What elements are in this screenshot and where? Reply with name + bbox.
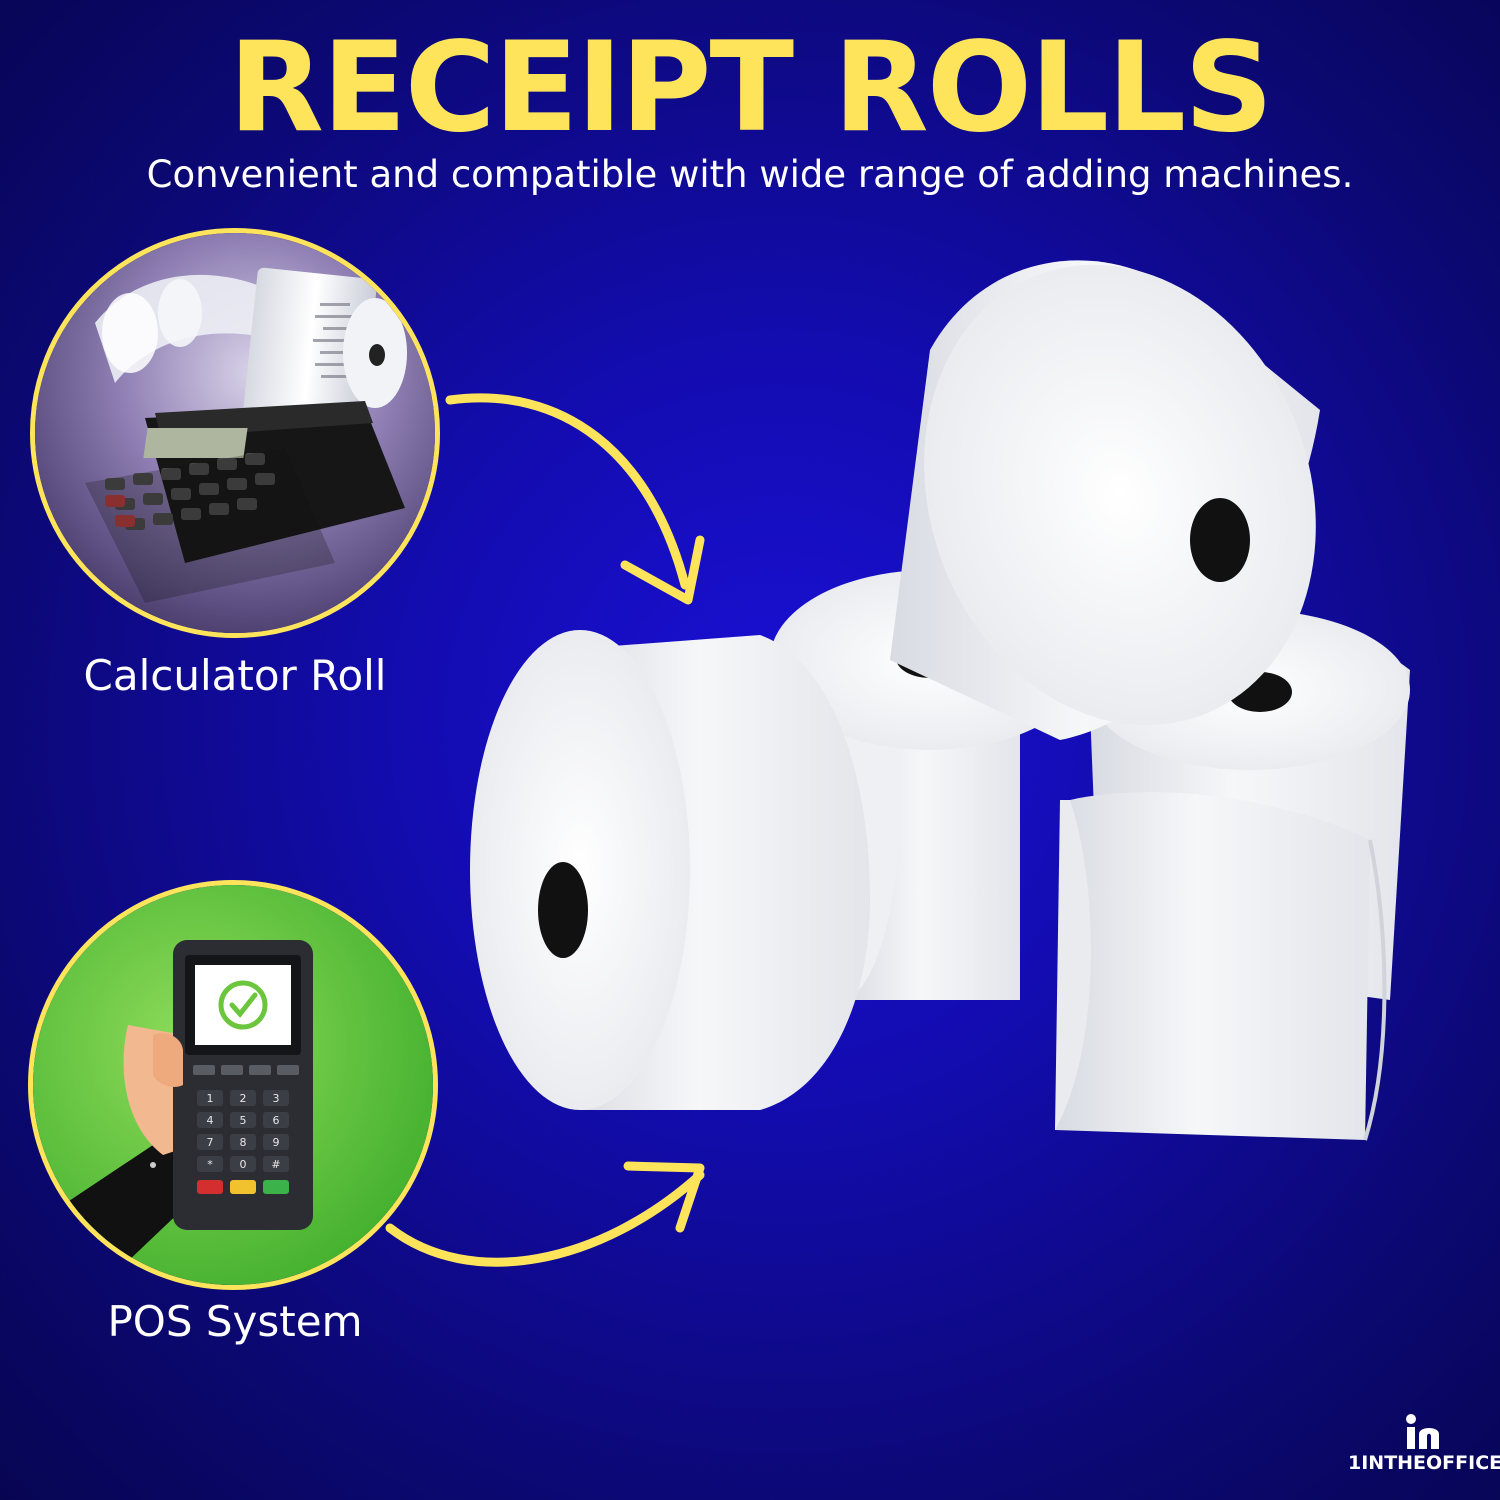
calculator-printer-icon [35,233,435,633]
receipt-roll [890,260,1320,740]
curved-arrow-icon [385,1170,705,1267]
pos-system-image: 1 2 3 4 5 6 7 8 9 * 0 # [28,880,438,1290]
receipt-roll [1055,792,1387,1141]
pos-key: 1 [207,1092,214,1105]
page-title: RECEIPT ROLLS [228,16,1274,160]
pos-key: 8 [240,1136,247,1149]
pos-key: * [207,1158,213,1171]
pos-key: 9 [273,1136,280,1149]
pos-key: 6 [273,1114,280,1127]
brand-name: 1INTHEOFFICE [1348,1452,1500,1474]
arrowhead-icon [620,535,705,605]
page-subtitle: Convenient and compatible with wide rang… [146,153,1354,196]
receipt-roll [470,630,870,1110]
in-logo-icon [1406,1414,1439,1449]
calculator-roll-image [30,228,440,638]
calculator-roll-label: Calculator Roll [83,651,387,700]
pos-key: 0 [240,1158,247,1171]
arrowhead-icon [623,1161,705,1233]
curved-arrow-icon [445,393,690,590]
pos-key: 7 [207,1136,214,1149]
pos-key: 4 [207,1114,214,1127]
pos-system-label: POS System [107,1297,363,1346]
pos-key: 5 [240,1114,247,1127]
pos-key: 2 [240,1092,247,1105]
pos-key: # [271,1158,280,1171]
receipt-rolls-image [470,260,1410,1141]
pos-terminal-icon: 1 2 3 4 5 6 7 8 9 * 0 # [33,885,433,1285]
pos-key: 3 [273,1092,280,1105]
